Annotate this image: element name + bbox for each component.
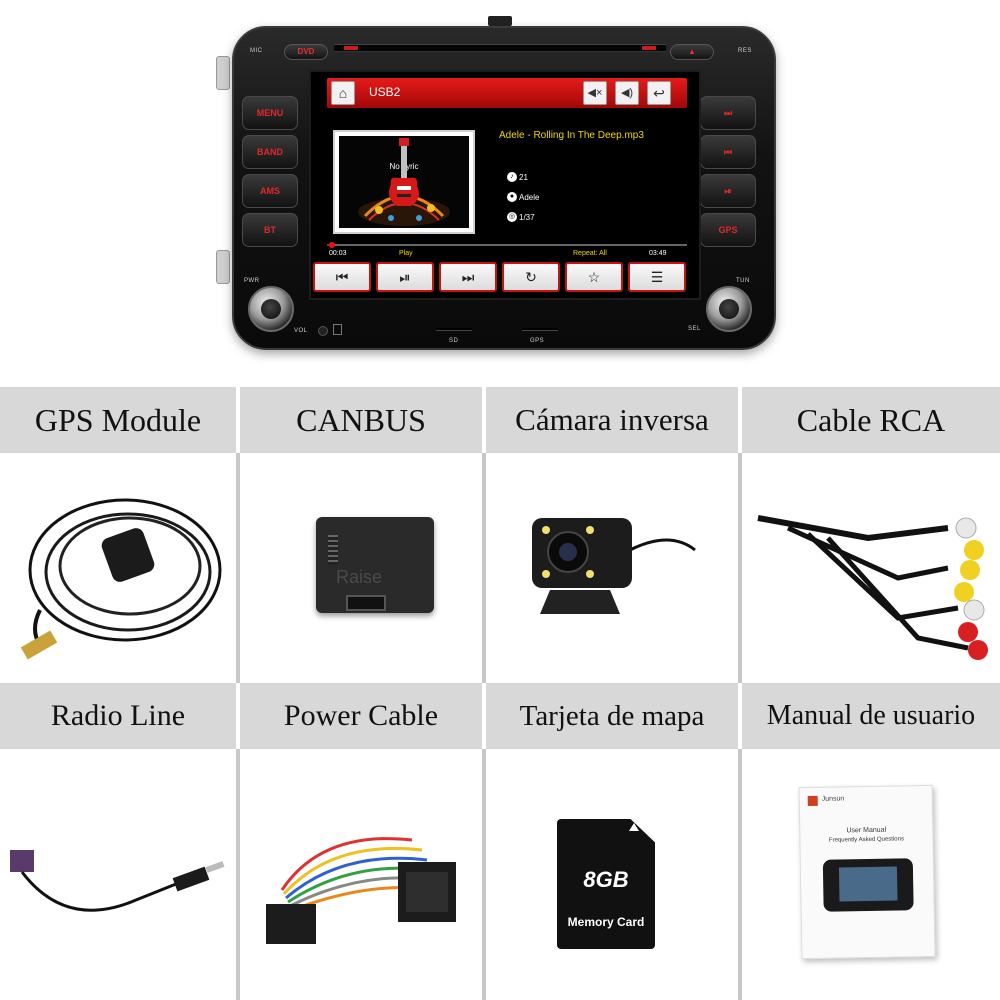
mic-label: MIC xyxy=(250,48,263,54)
progress-bar[interactable] xyxy=(327,242,687,248)
res-label: RES xyxy=(738,48,752,54)
prev-button[interactable]: ⏮ xyxy=(313,262,371,292)
canbus-pins xyxy=(328,535,338,565)
music-note-icon: ♪ xyxy=(507,172,517,182)
track-number: 21 xyxy=(519,173,528,182)
card-arrow-icon xyxy=(629,823,639,831)
next-track-button[interactable]: ⏭ xyxy=(700,96,756,130)
tune-knob[interactable] xyxy=(706,286,752,332)
source-title: USB2 xyxy=(369,85,401,99)
home-icon[interactable]: ⌂ xyxy=(331,81,355,105)
accessory-header-camara: Cámara inversa xyxy=(486,387,738,453)
dvd-button[interactable]: DVD xyxy=(284,44,328,60)
grid-divider xyxy=(738,453,742,683)
slot-indicator-left xyxy=(344,46,358,50)
grid-divider xyxy=(738,749,742,1000)
accessory-header-canbus: CANBUS xyxy=(240,387,482,453)
ams-button[interactable]: AMS xyxy=(242,174,298,208)
slot-indicator-right xyxy=(642,46,656,50)
accessory-header-cable-rca: Cable RCA xyxy=(742,387,1000,453)
band-button[interactable]: BAND xyxy=(242,135,298,169)
canbus-brand: Raise xyxy=(336,567,383,587)
play-status: Play xyxy=(399,250,413,257)
gps-slot-label: GPS xyxy=(530,338,545,344)
grid-divider xyxy=(236,749,240,1000)
reverse-camera-image xyxy=(532,518,696,614)
disc-icon: ◎ xyxy=(507,212,517,222)
user-manual-image: Junsun User Manual Frequently Asked Ques… xyxy=(798,784,936,960)
accessory-header-manual: Manual de usuario xyxy=(742,683,1000,749)
rca-cable-image xyxy=(757,515,988,660)
memory-card-capacity: 8GB xyxy=(583,867,629,892)
mount-tab-left-bottom xyxy=(216,250,230,284)
guitar-artwork-icon xyxy=(358,138,450,226)
album-art: No Lyric xyxy=(339,136,469,228)
track-position: 1/37 xyxy=(519,213,535,222)
tun-label: TUN xyxy=(736,278,750,284)
canbus-box-image: Raise xyxy=(316,517,434,613)
junsun-logo-icon xyxy=(807,795,818,807)
sd-slot[interactable] xyxy=(436,328,472,331)
menu-button[interactable]: MENU xyxy=(242,96,298,130)
play-pause-hardware-button[interactable]: ⏯ xyxy=(700,174,756,208)
disc-slot xyxy=(334,44,666,52)
grid-divider xyxy=(482,749,486,1000)
mount-tab-left-top xyxy=(216,56,230,90)
vol-label: VOL xyxy=(294,328,308,334)
canbus-port xyxy=(346,595,386,611)
accessory-header-tarjeta: Tarjeta de mapa xyxy=(486,683,738,749)
album-art-frame: No Lyric xyxy=(333,130,475,234)
media-player-screen: ⌂ USB2 ◀× ◀) ↩ No Lyric Adele - Rolling … xyxy=(309,70,701,300)
qr-sticker xyxy=(333,324,342,335)
sd-label: SD xyxy=(449,338,459,344)
memory-card-name: Memory Card xyxy=(567,915,645,929)
repeat-status: Repeat: All xyxy=(573,250,607,257)
power-cable-image xyxy=(266,837,456,944)
progress-handle[interactable] xyxy=(328,242,335,248)
volume-knob[interactable] xyxy=(248,286,294,332)
mute-icon[interactable]: ◀× xyxy=(583,81,607,105)
volume-icon[interactable]: ◀) xyxy=(615,81,639,105)
accessory-header-gps-module: GPS Module xyxy=(0,387,236,453)
manual-unit-illustration xyxy=(822,858,914,912)
playlist-button[interactable]: ☰ xyxy=(628,262,686,292)
eject-button[interactable]: ▲ xyxy=(670,44,714,60)
gps-module-image xyxy=(20,498,222,660)
back-icon[interactable]: ↩ xyxy=(647,81,671,105)
radio-line-image xyxy=(10,850,225,912)
screen-top-bar: ⌂ USB2 ◀× ◀) ↩ xyxy=(327,78,687,108)
favorite-button[interactable]: ☆ xyxy=(565,262,623,292)
accessory-header-radio-line: Radio Line xyxy=(0,683,236,749)
memory-card-image: 8GB Memory Card xyxy=(557,819,655,949)
mount-clip-top xyxy=(488,16,512,26)
play-pause-button[interactable]: ⏯ xyxy=(376,262,434,292)
repeat-button[interactable]: ↻ xyxy=(502,262,560,292)
artist-name: Adele xyxy=(519,193,540,202)
next-button[interactable]: ⏭ xyxy=(439,262,497,292)
gps-card-slot[interactable] xyxy=(522,328,558,331)
duration-time: 03:49 xyxy=(649,250,667,257)
grid-divider xyxy=(482,453,486,683)
gps-button[interactable]: GPS xyxy=(700,213,756,247)
grid-divider xyxy=(236,453,240,683)
pwr-label: PWR xyxy=(244,278,260,284)
manual-title: User Manual xyxy=(846,826,887,835)
bt-button[interactable]: BT xyxy=(242,213,298,247)
manual-brand: Junsun xyxy=(821,795,845,803)
artist-icon: ● xyxy=(507,192,517,202)
prev-track-button[interactable]: ⏮ xyxy=(700,135,756,169)
accessory-header-power-cable: Power Cable xyxy=(240,683,482,749)
manual-screen-illustration xyxy=(838,866,898,902)
elapsed-time: 00:03 xyxy=(329,250,347,257)
manual-subtitle: Frequently Asked Questions xyxy=(828,836,905,844)
mic-hole xyxy=(318,326,328,336)
song-title: Adele - Rolling In The Deep.mp3 xyxy=(499,130,644,141)
sel-label: SEL xyxy=(688,326,701,332)
